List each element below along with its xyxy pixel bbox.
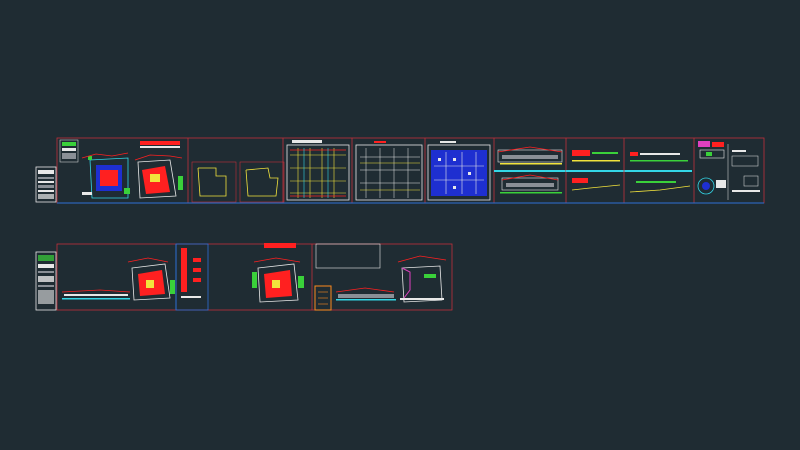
sheet-frame-row-2 xyxy=(56,243,453,311)
elevation-sheet-1[interactable] xyxy=(494,138,568,203)
site-plan-sheet-3[interactable] xyxy=(252,243,381,311)
sheet-row-2 xyxy=(35,243,453,311)
site-plan-sheet-1[interactable] xyxy=(59,139,183,199)
sheet-row-1 xyxy=(35,137,765,204)
title-block-sheet-2[interactable] xyxy=(35,251,57,311)
title-block-sheet[interactable] xyxy=(35,166,57,203)
site-plan-sheet-2[interactable] xyxy=(61,244,177,310)
section-sheet-2[interactable] xyxy=(626,138,695,203)
detail-sheet[interactable] xyxy=(697,141,760,200)
structural-grid-sheet-2[interactable] xyxy=(355,138,426,203)
structural-grid-sheet-1[interactable] xyxy=(286,138,353,203)
outline-plan-sheet[interactable] xyxy=(187,138,285,203)
legend-strip-sheet[interactable] xyxy=(175,243,209,311)
parking-layout-sheet[interactable] xyxy=(427,138,495,203)
section-sheet-1[interactable] xyxy=(566,138,626,203)
elevation-sheet-2[interactable] xyxy=(335,255,447,303)
